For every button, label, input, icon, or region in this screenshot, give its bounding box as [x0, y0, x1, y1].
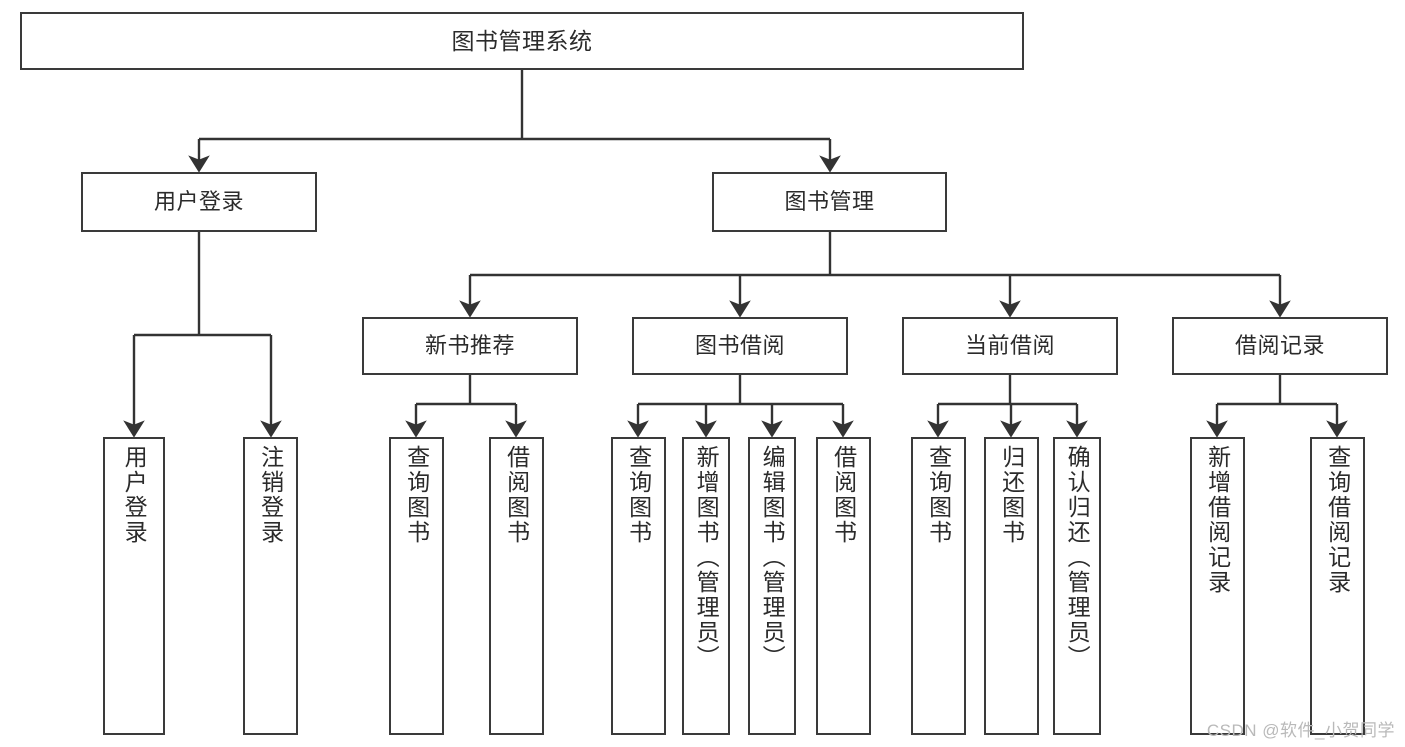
node-leaf-query-book-1-label: 查询图书 — [403, 445, 430, 545]
node-leaf-return-book-label: 归还图书 — [998, 445, 1025, 545]
node-leaf-borrow-book-1-label: 借阅图书 — [503, 445, 530, 545]
node-new-book-recommend[interactable]: 新书推荐 — [362, 317, 578, 375]
node-leaf-user-login-label: 用户登录 — [121, 445, 148, 545]
node-user-login[interactable]: 用户登录 — [81, 172, 317, 232]
node-book-borrow-label: 图书借阅 — [694, 333, 785, 359]
node-leaf-query-book-3-label: 查询图书 — [925, 445, 952, 545]
node-leaf-logout[interactable]: 注销登录 — [243, 437, 298, 735]
node-leaf-borrow-book-2[interactable]: 借阅图书 — [816, 437, 871, 735]
node-leaf-return-book[interactable]: 归还图书 — [984, 437, 1039, 735]
node-leaf-query-book-2-label: 查询图书 — [625, 445, 652, 545]
node-leaf-edit-book[interactable]: 编辑图书（管理员） — [748, 437, 796, 735]
node-leaf-query-book-3[interactable]: 查询图书 — [911, 437, 966, 735]
node-new-book-recommend-label: 新书推荐 — [424, 333, 515, 359]
node-book-manage-label: 图书管理 — [784, 189, 875, 215]
node-current-borrow-label: 当前借阅 — [964, 333, 1055, 359]
node-leaf-query-borrow-record-label: 查询借阅记录 — [1324, 445, 1351, 595]
node-leaf-user-login[interactable]: 用户登录 — [103, 437, 165, 735]
node-leaf-logout-label: 注销登录 — [257, 445, 284, 545]
node-leaf-edit-book-label: 编辑图书（管理员） — [759, 445, 786, 670]
node-book-borrow[interactable]: 图书借阅 — [632, 317, 848, 375]
node-leaf-query-book-1[interactable]: 查询图书 — [389, 437, 444, 735]
node-leaf-borrow-book-1[interactable]: 借阅图书 — [489, 437, 544, 735]
node-leaf-add-book[interactable]: 新增图书（管理员） — [682, 437, 730, 735]
node-root-label: 图书管理系统 — [451, 27, 593, 54]
node-leaf-query-book-2[interactable]: 查询图书 — [611, 437, 666, 735]
node-borrow-record-label: 借阅记录 — [1234, 333, 1325, 359]
node-leaf-borrow-book-2-label: 借阅图书 — [830, 445, 857, 545]
node-leaf-confirm-return[interactable]: 确认归还（管理员） — [1053, 437, 1101, 735]
node-leaf-add-book-label: 新增图书（管理员） — [693, 445, 720, 670]
node-user-login-label: 用户登录 — [153, 189, 244, 215]
node-book-manage[interactable]: 图书管理 — [712, 172, 947, 232]
node-leaf-add-borrow-record[interactable]: 新增借阅记录 — [1190, 437, 1245, 735]
node-leaf-confirm-return-label: 确认归还（管理员） — [1064, 445, 1091, 670]
node-borrow-record[interactable]: 借阅记录 — [1172, 317, 1388, 375]
node-leaf-add-borrow-record-label: 新增借阅记录 — [1204, 445, 1231, 595]
node-leaf-query-borrow-record[interactable]: 查询借阅记录 — [1310, 437, 1365, 735]
node-current-borrow[interactable]: 当前借阅 — [902, 317, 1118, 375]
node-root[interactable]: 图书管理系统 — [20, 12, 1024, 70]
